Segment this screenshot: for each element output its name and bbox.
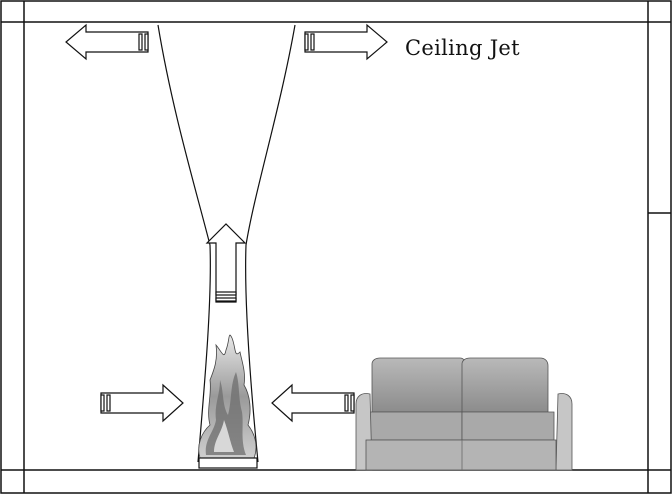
plume-up-arrow-icon	[205, 223, 247, 303]
fire-flame-icon	[198, 334, 258, 469]
entrainment-right-arrow-icon	[271, 383, 355, 423]
ceiling-jet-right-arrow-icon	[304, 23, 388, 61]
ceiling-jet-left-arrow-icon	[65, 23, 149, 61]
sofa-icon	[355, 357, 573, 471]
plume-outline	[157, 24, 296, 463]
entrainment-left-arrow-icon	[100, 383, 184, 423]
ceiling-jet-label: Ceiling Jet	[405, 36, 520, 60]
